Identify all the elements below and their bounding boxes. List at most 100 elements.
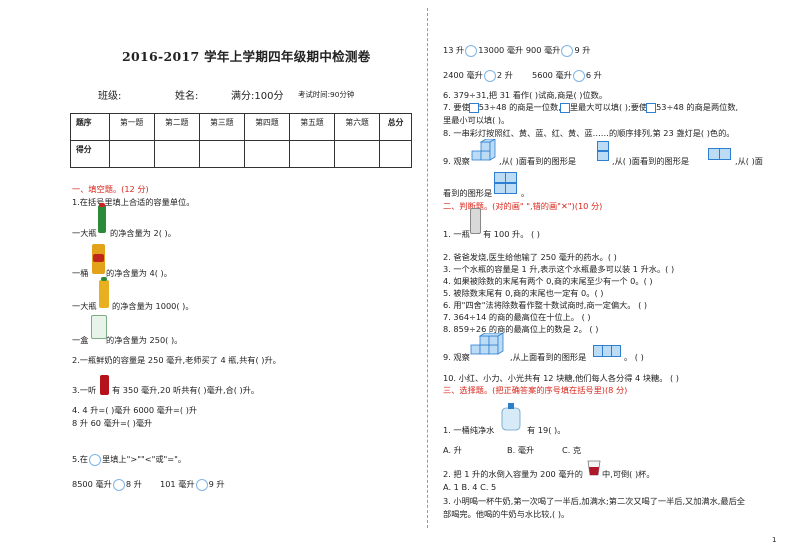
water-jug-icon: [501, 403, 521, 431]
can-icon: [100, 375, 109, 395]
q5-label: 5.在: [72, 454, 88, 464]
q7-text: 53÷48 的商是两位数,: [656, 102, 739, 112]
score-cell[interactable]: [243, 140, 290, 168]
j7-text: 7. 364÷14 的商的最高位在十位上。 ( ): [443, 312, 591, 322]
cube-row-stack-icon: [470, 333, 504, 355]
score-table-header-row: 题序 第一题 第二题 第三题 第四题 第五题 第六题 总分: [70, 113, 412, 141]
j4-text: 4. 如果被除数的末尾有两个 0,商的末尾至少有一个 0。( ): [443, 276, 653, 286]
q1-intro: 1.在括号里填上合适的容量单位。: [72, 197, 195, 207]
score-table-row: 得分: [70, 140, 412, 168]
compare-value: 2400 毫升: [443, 70, 483, 80]
juice-cap-icon: [101, 277, 107, 281]
c2-options[interactable]: A. 1 B. 4 C. 5: [443, 482, 497, 492]
table-header-cell: 第四题: [243, 113, 290, 141]
q4-text-b: 8 升 60 毫升=( )毫升: [72, 418, 153, 428]
j9-text-c: 。 ( ): [624, 352, 644, 362]
blank-box-icon[interactable]: [646, 102, 657, 113]
score-cell[interactable]: [198, 140, 245, 168]
full-score: 满分:100分: [231, 91, 284, 102]
j10-text: 10. 小红、小力、小光共有 12 块糖,他们每人各分得 4 块糖。 ( ): [443, 373, 679, 383]
c1-option-c[interactable]: C. 克: [562, 445, 582, 455]
juice-bottle-icon: [99, 280, 109, 308]
q2-text: 2.一瓶鲜奶的容量是 250 毫升,老师买了 4 瓶,共有( )升。: [72, 355, 281, 365]
score-cell[interactable]: [379, 140, 412, 168]
j8-text: 8. 859÷26 的商的最高位上的数是 2。 ( ): [443, 324, 599, 334]
q5-left-value: 101 毫升: [160, 479, 195, 489]
j5-text: 5. 被除数末尾有 0,商的末尾也一定有 0。( ): [443, 288, 604, 298]
q7-text: 里最小可以填( )。: [443, 115, 510, 125]
compare-value: 9 升: [574, 45, 591, 55]
q5-text: 5.在 里填上">""<"或"="。: [72, 453, 186, 466]
compare-value: 6 升: [585, 70, 602, 80]
compare-circle-icon[interactable]: [112, 478, 125, 491]
q1d-text: 一盒: [72, 335, 89, 345]
table-header-cell: 第五题: [288, 113, 336, 141]
c2-text-b: 中,可倒( )杯。: [602, 469, 655, 479]
q5-right-value: 9 升: [208, 479, 225, 489]
blank-box-icon[interactable]: [559, 102, 570, 113]
q1c-text: 一大瓶: [72, 301, 97, 311]
bottle-icon: [98, 205, 106, 233]
compare-value: 5600 毫升: [532, 70, 572, 80]
page-title: 2016-2017 学年上学期四年级期中检测卷: [122, 49, 371, 64]
q9-text-e: 看到的图形是: [443, 188, 493, 198]
compare-circle-icon[interactable]: [561, 44, 574, 57]
q5-label-b: 里填上">""<"或"="。: [102, 454, 187, 464]
q1a-blank: 的净含量为 2( )。: [110, 228, 176, 238]
j3-text: 3. 一个水瓶的容量是 1 升,表示这个水瓶最多可以装 1 升水。( ): [443, 264, 675, 274]
class-label: 班级:: [98, 91, 122, 102]
q5-compare-1: 8500 毫升 8 升: [72, 478, 142, 491]
compare-circle-icon[interactable]: [572, 69, 585, 82]
table-header-cell: 第二题: [153, 113, 200, 141]
c1-text-b: 有 19( )。: [527, 425, 566, 435]
compare-circle-icon[interactable]: [465, 44, 478, 57]
table-header-cell: 第六题: [334, 113, 381, 141]
compare-circle-icon[interactable]: [483, 69, 496, 82]
blank-box-icon[interactable]: [468, 102, 479, 113]
cube-stack-icon: [471, 139, 496, 161]
score-row-label: 得分: [70, 140, 110, 168]
bottle-cap-icon: [99, 203, 105, 207]
q5-right-value: 8 升: [125, 479, 142, 489]
milk-box-icon: [91, 315, 107, 339]
c1-option-b[interactable]: B. 毫升: [507, 445, 535, 455]
score-table: 题序 第一题 第二题 第三题 第四题 第五题 第六题 总分 得分: [70, 113, 412, 168]
compare-circle-icon[interactable]: [195, 478, 208, 491]
c1-text-a: 1. 一桶纯净水: [443, 425, 495, 435]
section1-heading: 一、填空题。(12 分): [72, 184, 149, 194]
score-cell[interactable]: [153, 140, 200, 168]
q3-text-b: 有 350 毫升,20 听共有( )毫升,合( )升。: [112, 385, 260, 395]
q3-text-a: 3.一听: [72, 385, 97, 395]
q1b-text: 一桶: [72, 268, 89, 278]
table-header-cell: 总分: [379, 113, 412, 141]
table-header-cell: 第三题: [198, 113, 245, 141]
q9-text-f: 。: [521, 188, 530, 198]
j1-text-a: 1. 一瓶: [443, 229, 470, 239]
compare-circle-icon: [89, 453, 101, 466]
table-header-cell: 题序: [70, 113, 110, 141]
c3-text-b: 部喝完。他喝的牛奶与水比较,( )。: [443, 509, 570, 519]
water-bottle-icon: [470, 208, 481, 234]
c2-text-a: 2. 把 1 升的水倒入容量为 200 毫升的: [443, 469, 583, 479]
q1d-blank: 的净含量为 250( )。: [106, 335, 183, 345]
q6-text: 6. 379÷31,把 31 看作( )试商,商是( )位数。: [443, 90, 608, 100]
c3-text-a: 3. 小明喝一杯牛奶,第一次喝了一半后,加满水;第二次又喝了一半后,又加满水,最…: [443, 496, 745, 506]
page-number: 1: [772, 536, 777, 544]
q5-left-value: 8500 毫升: [72, 479, 112, 489]
column-divider: [427, 8, 428, 528]
q8-text: 8. 一串彩灯按照红、黄、蓝、红、黄、蓝……的顺序排列,第 23 盏灯是( )色…: [443, 128, 735, 138]
name-label: 姓名:: [175, 91, 199, 102]
j9-text-a: 9. 观察: [443, 352, 470, 362]
score-cell[interactable]: [108, 140, 155, 168]
j1-text-b: 有 100 升。 ( ): [483, 229, 540, 239]
c1-option-a[interactable]: A. 升: [443, 445, 462, 455]
compare-value: 13 升: [443, 45, 465, 55]
score-cell[interactable]: [334, 140, 381, 168]
table-header-cell: 第一题: [108, 113, 155, 141]
q9-text-d: ,从( )面: [735, 156, 763, 166]
q5-compare-2: 101 毫升 9 升: [160, 478, 225, 491]
score-cell[interactable]: [288, 140, 336, 168]
